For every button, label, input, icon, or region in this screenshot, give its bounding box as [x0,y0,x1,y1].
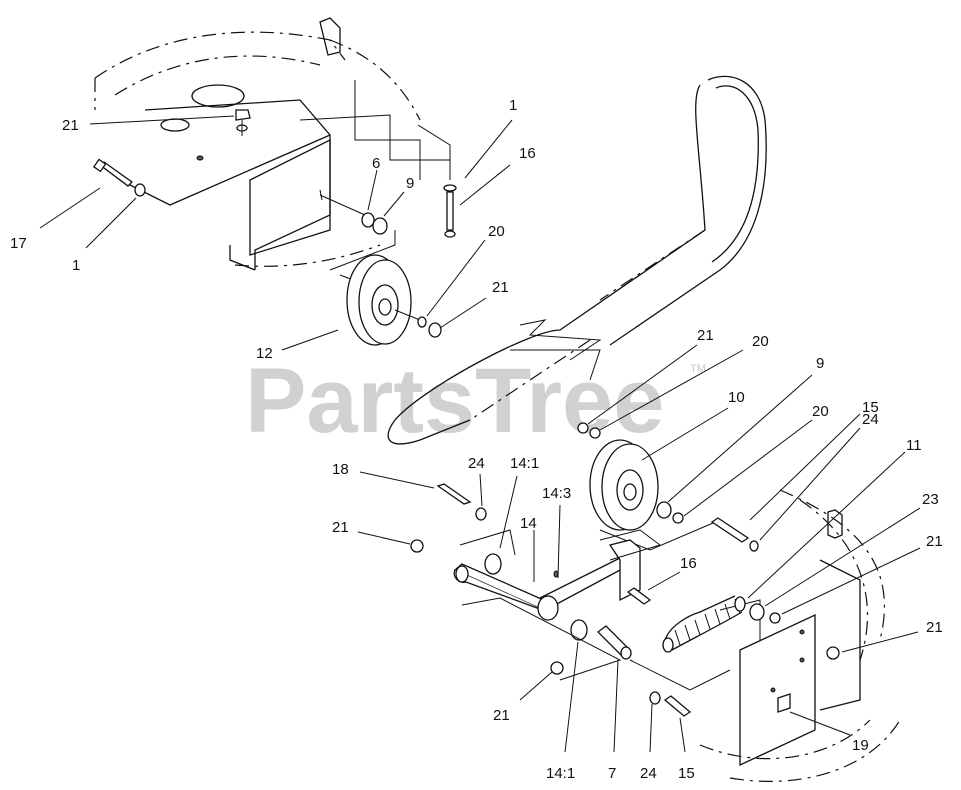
washer-spacer-6-9 [319,194,388,235]
pulley-10 [577,422,721,551]
callout-12: 12 [256,345,273,362]
bolt-15-right [710,517,759,552]
callout-14: 14 [520,515,537,532]
callout-21-top: 21 [492,279,509,296]
spring-11 [662,595,746,653]
callout-21-bottom: 21 [493,707,510,724]
idler-pulley-12 [329,230,442,346]
callout-15-bottom: 15 [678,765,695,782]
callout-18: 18 [332,461,349,478]
callout-21-right2: 21 [926,619,943,636]
callout-21-right1: 21 [926,533,943,550]
bolt-16-mid [626,587,652,605]
bolt-15-bottom [649,691,692,717]
bolt-16-top [443,184,457,238]
callout-16-top: 16 [519,145,536,162]
watermark-trademark: TM [690,363,706,375]
callout-10: 10 [728,389,745,406]
leader-lines [39,115,921,753]
reference-plane-1 [459,529,516,556]
callout-16-mid: 16 [680,555,697,572]
callout-21-mid: 21 [697,327,714,344]
callout-17: 17 [10,235,27,252]
upper-frame [94,17,451,271]
callout-9-top: 9 [406,175,414,192]
reference-plane-3 [629,659,731,691]
callout-21-left: 21 [332,519,349,536]
callout-15-right: 15 [862,399,879,416]
callout-1-top: 1 [509,97,517,114]
callout-11: 11 [906,437,922,454]
nut-21-top [235,109,251,136]
callout-14-1-bottom: 14:1 [546,765,575,782]
reference-plane-2 [461,597,622,681]
callout-labels: 1 16 21 6 9 17 1 20 21 12 21 20 9 10 20 … [10,97,943,782]
lower-frame [699,489,901,782]
callout-19: 19 [852,737,869,754]
watermark-text: PartsTree [245,350,664,452]
callout-20-right: 20 [812,403,829,420]
callout-24-bottom: 24 [640,765,657,782]
callout-6: 6 [372,155,380,172]
callout-24-right: 24 [862,411,879,428]
callout-7: 7 [608,765,616,782]
callout-23: 23 [922,491,939,508]
nut-21-left [410,539,424,553]
bolt-18 [436,483,487,521]
bolt-17 [92,158,134,187]
callout-9-right: 9 [816,355,824,372]
callout-24-mid: 24 [468,455,485,472]
drive-belt [387,75,767,445]
callout-1-left: 1 [72,257,80,274]
idler-arm-14 [453,529,662,621]
bushing-14-1-top [484,553,502,575]
pin-7 [597,625,632,660]
washer-1-left [134,183,146,197]
callout-21-topleft: 21 [62,117,79,134]
callout-14-3: 14:3 [542,485,571,502]
nut-21-right1 [769,612,781,624]
nut-21-bottom [550,661,564,675]
bushing-14-1-bottom [570,619,588,641]
nut-21-right2 [826,646,840,660]
spacer-23 [749,603,765,621]
callout-20-top: 20 [488,223,505,240]
callout-14-1-top: 14:1 [510,455,539,472]
callout-20-mid: 20 [752,333,769,350]
